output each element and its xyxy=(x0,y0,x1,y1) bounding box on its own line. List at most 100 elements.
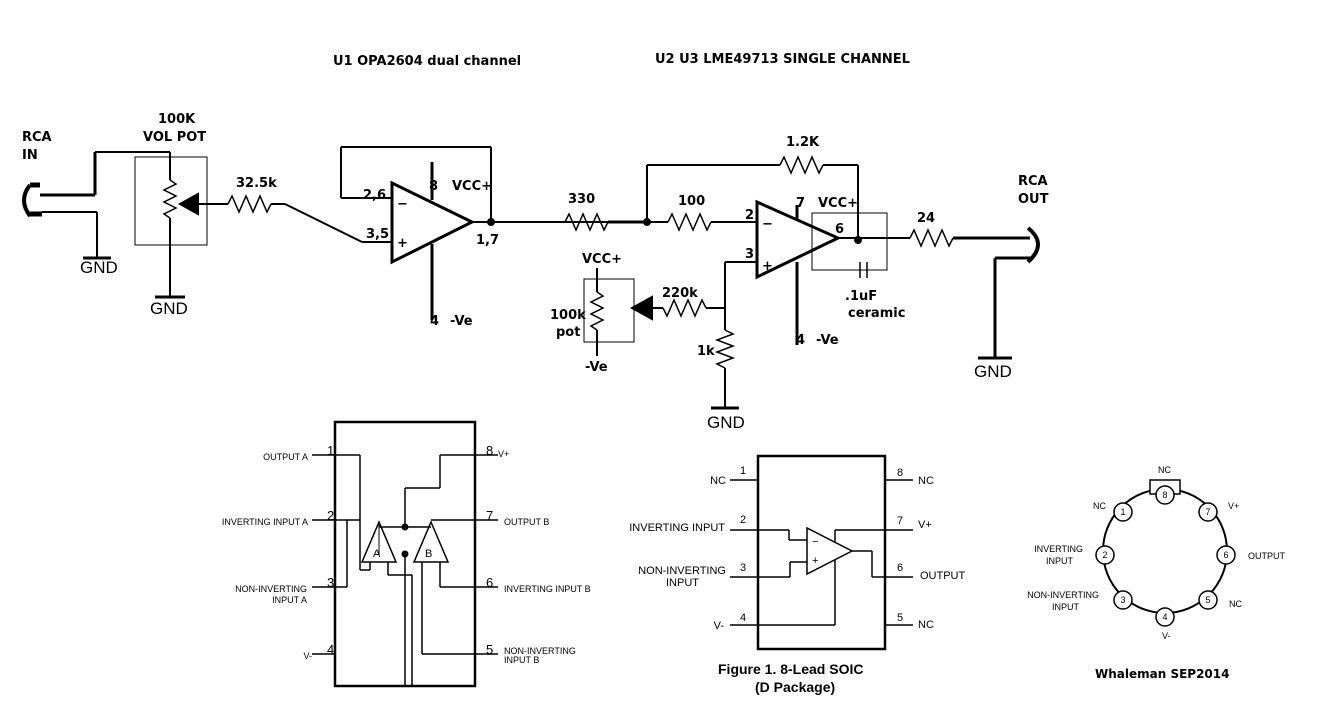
rca-out-label-2: OUT xyxy=(1018,192,1049,207)
soic-pin7-num: 7 xyxy=(897,515,903,527)
soic-plus: + xyxy=(812,555,818,567)
r330-label: 330 xyxy=(568,192,595,207)
to99-pinout xyxy=(1095,479,1236,627)
gnd-label-1k: GND xyxy=(707,413,745,432)
r-input-label: 32.5k xyxy=(236,176,277,191)
soic-pin3-label-2: INPUT xyxy=(666,577,699,589)
opa-pin5-num: 5 xyxy=(486,642,493,657)
cap-label-1: .1uF xyxy=(845,289,877,304)
to99-pin3-label-2: INPUT xyxy=(1052,602,1080,612)
vol-pot-label-2: VOL POT xyxy=(143,130,206,145)
to99-pin6-label: OUTPUT xyxy=(1248,551,1286,561)
opa-pin1-num: 1 xyxy=(327,443,334,458)
to99-pin2-label-2: INPUT xyxy=(1046,556,1074,566)
to99-pin8-label: NC xyxy=(1158,465,1171,475)
u1-opamp xyxy=(390,180,476,265)
u1-pin-out: 1,7 xyxy=(476,233,499,248)
offset-ve-label: -Ve xyxy=(585,360,608,375)
gnd-label-out: GND xyxy=(974,362,1012,381)
soic-minus: − xyxy=(812,536,818,548)
to99-pin6-num: 6 xyxy=(1223,550,1228,560)
to99-pin7-label: V+ xyxy=(1228,501,1239,511)
opa-pin8-num: 8 xyxy=(486,443,493,458)
rca-out-label-1: RCA xyxy=(1018,174,1048,189)
to99-pin1-num: 1 xyxy=(1120,507,1125,517)
vol-pot-label-1: 100K xyxy=(158,112,196,127)
u2-pin-supply: 7 xyxy=(796,196,805,211)
header-u2u3: U2 U3 LME49713 SINGLE CHANNEL xyxy=(655,52,910,67)
u1-pin-supply: 8 xyxy=(429,179,438,194)
opa-pin7-label: OUTPUT B xyxy=(504,517,549,527)
to99-pin8-num: 8 xyxy=(1162,490,1167,500)
opa-pin3-num: 3 xyxy=(327,575,334,590)
opa-pin6-label: INVERTING INPUT B xyxy=(504,584,591,594)
soic-caption-2: (D Package) xyxy=(755,679,835,695)
rca-in-label-2: IN xyxy=(22,148,38,163)
r220k-label: 220k xyxy=(662,286,698,301)
u2-vcc-label: VCC+ xyxy=(818,196,858,211)
soic-pin8-label: NC xyxy=(918,475,934,487)
u1-minus: − xyxy=(397,197,408,212)
u2-pin-inv: 2 xyxy=(745,208,754,223)
soic-pin2-num: 2 xyxy=(740,514,746,526)
to99-pin4-label: V- xyxy=(1162,631,1171,641)
to99-pin3-label-1: NON-INVERTING xyxy=(1027,590,1099,600)
soic-pin3-num: 3 xyxy=(740,562,746,574)
r24-label: 24 xyxy=(917,211,935,226)
main-schematic xyxy=(22,146,1040,410)
opa-pin4-label: V- xyxy=(303,651,312,661)
offset-vcc-label: VCC+ xyxy=(582,252,622,267)
opa-pin8-label: V+ xyxy=(498,449,509,459)
soic-pin5-num: 5 xyxy=(897,612,903,624)
to99-pin5-num: 5 xyxy=(1205,595,1210,605)
credit-label: Whaleman SEP2014 xyxy=(1095,667,1229,681)
soic-pin4-num: 4 xyxy=(740,612,746,624)
u2-minus: − xyxy=(762,217,773,232)
soic-pin1-num: 1 xyxy=(740,465,746,477)
u2-pin-noninv: 3 xyxy=(745,247,754,262)
to99-pin5-label: NC xyxy=(1229,599,1242,609)
to99-pin4-num: 4 xyxy=(1162,612,1167,622)
u2-pin-out: 6 xyxy=(835,222,844,237)
u2-plus: + xyxy=(762,259,773,274)
opa-pin2-label: INVERTING INPUT A xyxy=(222,517,308,527)
u1-pin-neg: 4 xyxy=(430,314,439,329)
u2-pin-neg: 4 xyxy=(796,333,805,348)
to99-pin7-num: 7 xyxy=(1205,507,1210,517)
r1k-label: 1k xyxy=(697,344,715,359)
offset-pot-label-1: 100k xyxy=(550,308,586,323)
header-u1: U1 OPA2604 dual channel xyxy=(333,54,521,69)
opa-pin5-label-2: INPUT B xyxy=(504,655,539,665)
soic-caption-1: Figure 1. 8-Lead SOIC xyxy=(718,661,863,677)
opa-pin1-label: OUTPUT A xyxy=(263,452,308,462)
soic-pin2-label: INVERTING INPUT xyxy=(629,522,725,534)
gnd-label-pot: GND xyxy=(150,299,188,318)
opa-pin3-label-2: INPUT A xyxy=(272,595,307,605)
soic-pin4-label: V- xyxy=(714,620,725,632)
u1-vcc-label: VCC+ xyxy=(452,179,492,194)
soic-pin7-label: V+ xyxy=(918,519,932,531)
opa2604-pinout xyxy=(312,420,498,688)
r1-2k-label: 1.2K xyxy=(786,135,820,150)
to99-pin1-label: NC xyxy=(1093,501,1106,511)
opa-pin5-label-1: NON-INVERTING xyxy=(504,646,576,656)
u1-pin-noninv: 3,5 xyxy=(366,227,389,242)
r100-label: 100 xyxy=(678,194,705,209)
soic-pin3-label-1: NON-INVERTING xyxy=(638,565,726,577)
opa-pin7-num: 7 xyxy=(486,508,493,523)
to99-pin2-num: 2 xyxy=(1102,550,1107,560)
amp-a-label: A xyxy=(373,548,381,560)
soic-pinout xyxy=(730,454,913,651)
soic-pin8-num: 8 xyxy=(897,467,903,479)
rca-in-label-1: RCA xyxy=(22,130,52,145)
opa-pin3-label-1: NON-INVERTING xyxy=(235,584,307,594)
opa-pin2-num: 2 xyxy=(327,508,334,523)
offset-pot-label-2: pot xyxy=(556,325,580,340)
soic-pin6-num: 6 xyxy=(897,562,903,574)
u1-plus: + xyxy=(397,236,408,251)
opa-pin6-num: 6 xyxy=(486,575,493,590)
u2-ve-label: -Ve xyxy=(816,333,839,348)
amp-b-label: B xyxy=(425,548,432,560)
u1-ve-label: -Ve xyxy=(450,314,473,329)
